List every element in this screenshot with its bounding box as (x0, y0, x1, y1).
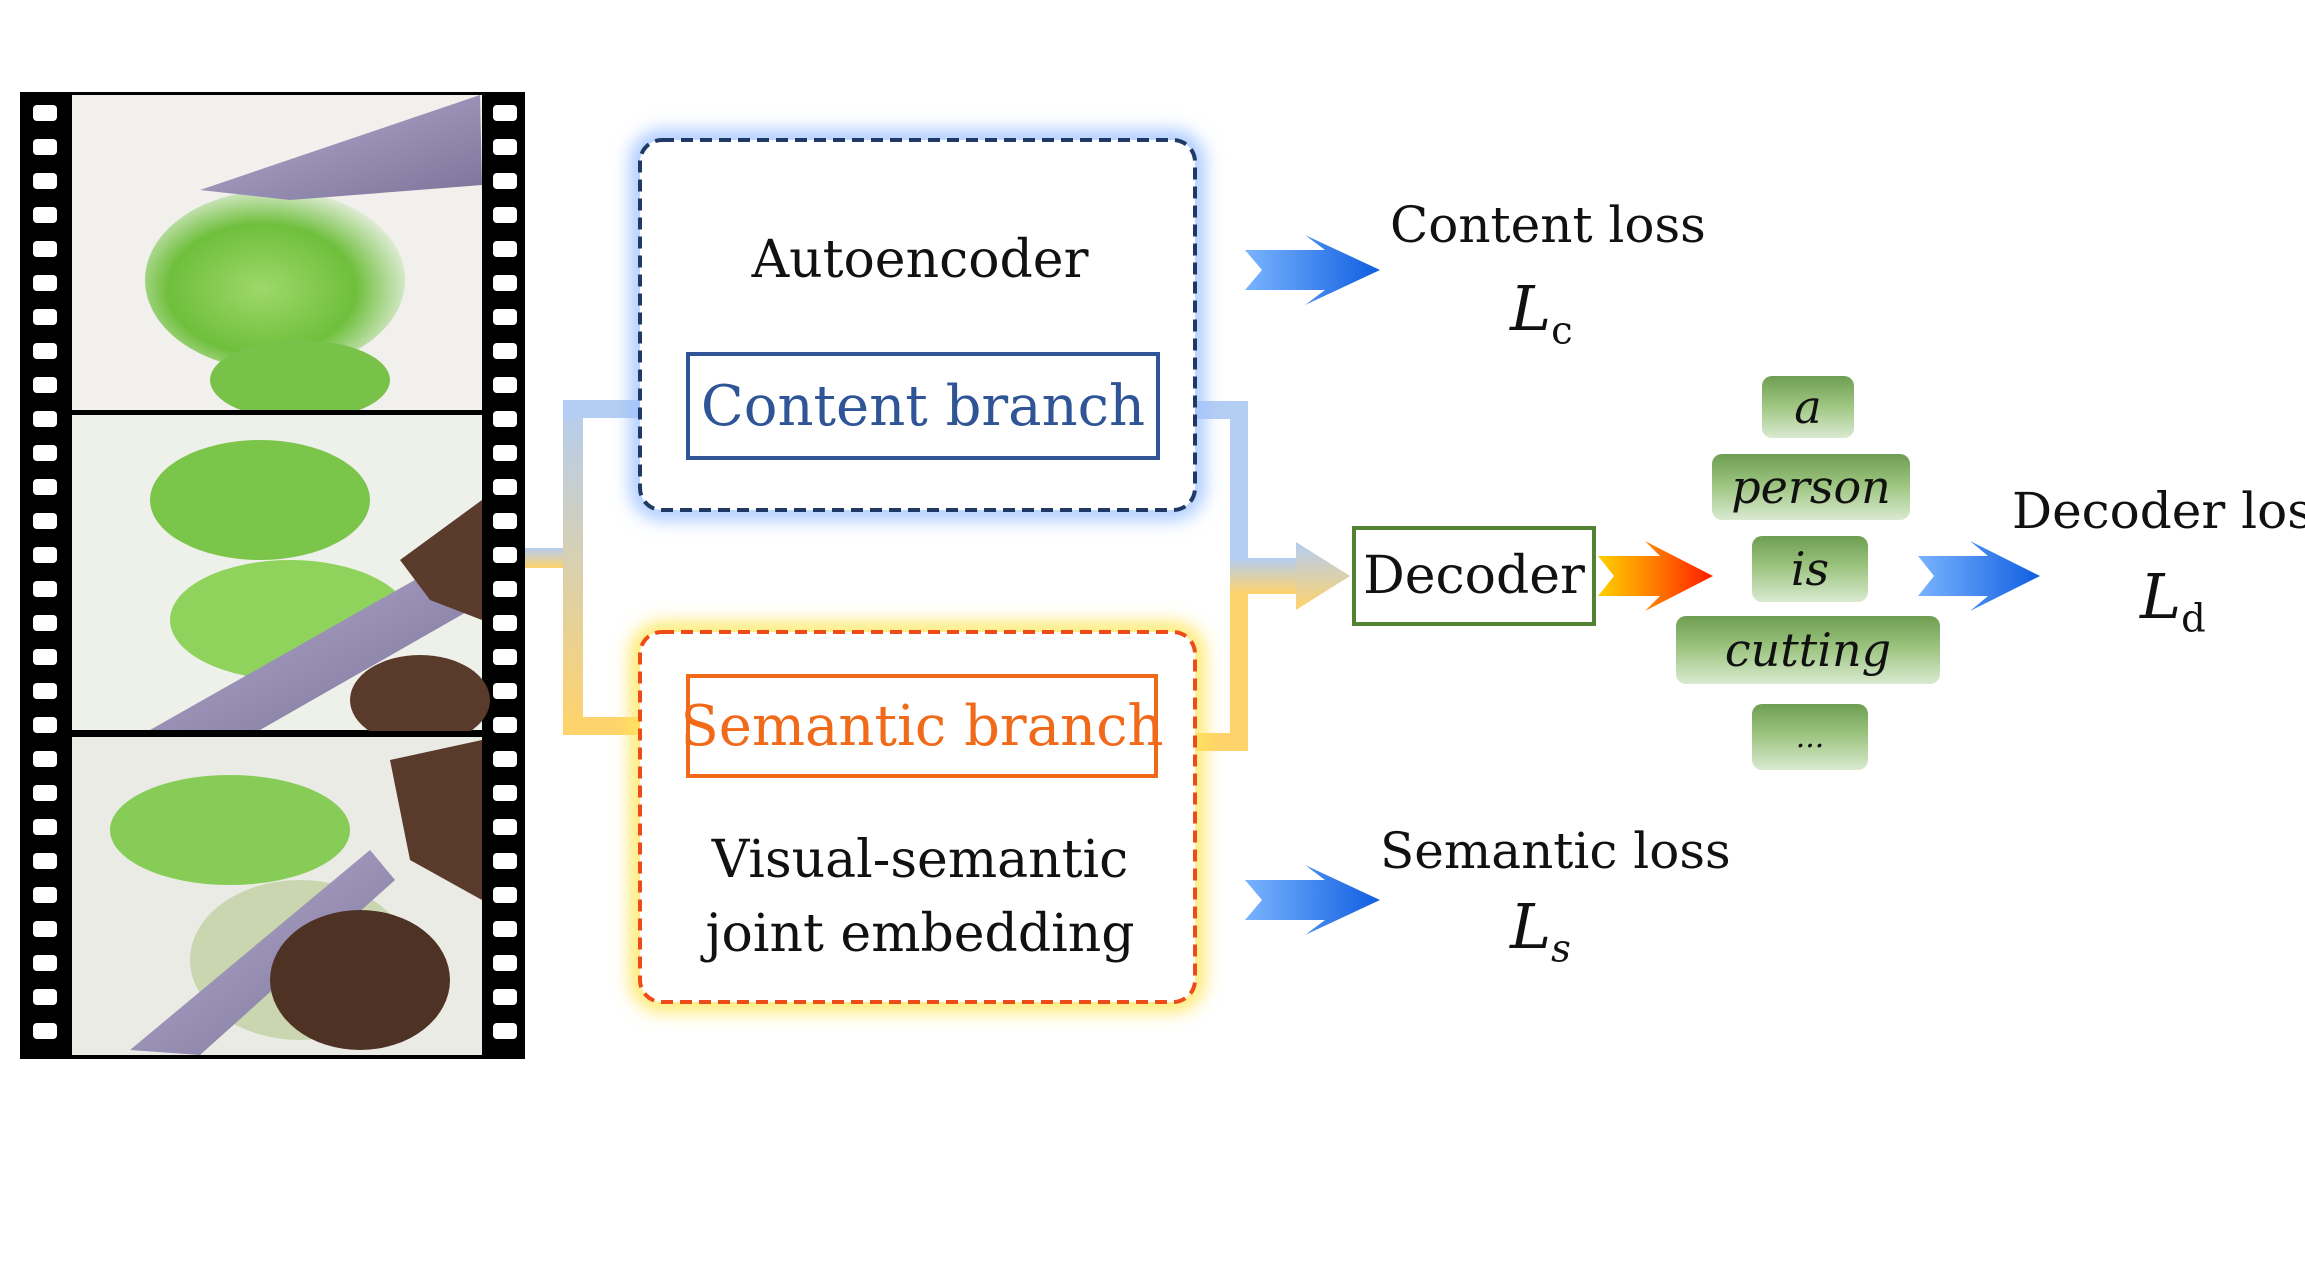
video-frame-1 (72, 95, 482, 420)
sprocket-hole (33, 683, 57, 699)
sprocket-hole (493, 309, 517, 325)
sprocket-hole (33, 411, 57, 427)
film-sprocket-holes (33, 105, 517, 1039)
video-frame-2 (72, 415, 490, 745)
sprocket-hole (493, 139, 517, 155)
sprocket-hole (493, 377, 517, 393)
decoder-loss-name: Decoder loss (2012, 482, 2305, 540)
sprocket-hole (33, 853, 57, 869)
content-loss-arrow (1245, 235, 1380, 305)
decoder-box: Decoder (1352, 526, 1596, 626)
sprocket-hole (33, 785, 57, 801)
caption-token: ... (1752, 704, 1868, 770)
semantic-loss-symbol: Ls (1510, 890, 1571, 972)
sprocket-hole (493, 989, 517, 1005)
sprocket-hole (33, 105, 57, 121)
caption-token: is (1752, 536, 1868, 602)
joint-embedding-title-line2: joint embedding (705, 904, 1135, 964)
sprocket-hole (33, 1023, 57, 1039)
sprocket-hole (33, 581, 57, 597)
loss-arrows (1245, 235, 2040, 935)
sprocket-hole (493, 1023, 517, 1039)
sprocket-hole (493, 683, 517, 699)
semantic-loss-name: Semantic loss (1380, 822, 1731, 880)
sprocket-hole (493, 275, 517, 291)
sprocket-hole (493, 615, 517, 631)
sprocket-hole (33, 989, 57, 1005)
sprocket-hole (493, 411, 517, 427)
sprocket-hole (493, 853, 517, 869)
sprocket-hole (33, 377, 57, 393)
video-frame-3 (72, 737, 482, 1055)
decoder-output-arrow (1598, 541, 1713, 611)
sprocket-hole (33, 139, 57, 155)
decoder-label: Decoder (1363, 546, 1585, 606)
content-loss-symbol: Lc (1510, 272, 1573, 354)
sprocket-hole (33, 309, 57, 325)
sprocket-hole (33, 615, 57, 631)
content-branch-box: Content branch (686, 352, 1160, 460)
sprocket-hole (493, 819, 517, 835)
sprocket-hole (493, 581, 517, 597)
sprocket-hole (493, 649, 517, 665)
semantic-loss-arrow (1245, 865, 1380, 935)
sprocket-hole (493, 547, 517, 563)
sprocket-hole (33, 173, 57, 189)
sprocket-hole (33, 887, 57, 903)
sprocket-hole (33, 649, 57, 665)
content-loss-name: Content loss (1390, 196, 1706, 254)
sprocket-hole (493, 445, 517, 461)
semantic-branch-label: Semantic branch (680, 693, 1164, 759)
decoder-loss-arrow (1918, 541, 2040, 611)
sprocket-hole (493, 751, 517, 767)
semantic-branch-box: Semantic branch (680, 674, 1164, 778)
sprocket-hole (33, 513, 57, 529)
sprocket-hole (493, 207, 517, 223)
joint-embedding-title-line1: Visual-semantic (711, 830, 1129, 890)
sprocket-hole (33, 547, 57, 563)
sprocket-hole (33, 717, 57, 733)
sprocket-hole (33, 343, 57, 359)
autoencoder-title: Autoencoder (751, 230, 1089, 290)
sprocket-hole (493, 105, 517, 121)
sprocket-hole (493, 785, 517, 801)
sprocket-hole (493, 241, 517, 257)
sprocket-hole (493, 921, 517, 937)
video-film-strip (20, 92, 525, 1059)
decoder-loss-symbol: Ld (2140, 560, 2206, 642)
sprocket-hole (33, 275, 57, 291)
sprocket-hole (493, 173, 517, 189)
sprocket-hole (33, 207, 57, 223)
sprocket-hole (33, 819, 57, 835)
sprocket-hole (33, 479, 57, 495)
caption-token: person (1712, 454, 1910, 520)
sprocket-hole (493, 513, 517, 529)
sprocket-hole (33, 955, 57, 971)
sprocket-hole (493, 479, 517, 495)
sprocket-hole (493, 955, 517, 971)
sprocket-hole (33, 445, 57, 461)
sprocket-hole (33, 751, 57, 767)
sprocket-hole (493, 717, 517, 733)
content-branch-label: Content branch (700, 373, 1146, 439)
caption-token: cutting (1676, 616, 1940, 684)
sprocket-hole (33, 241, 57, 257)
sprocket-hole (493, 887, 517, 903)
sprocket-hole (33, 921, 57, 937)
sprocket-hole (493, 343, 517, 359)
caption-token: a (1762, 376, 1854, 438)
